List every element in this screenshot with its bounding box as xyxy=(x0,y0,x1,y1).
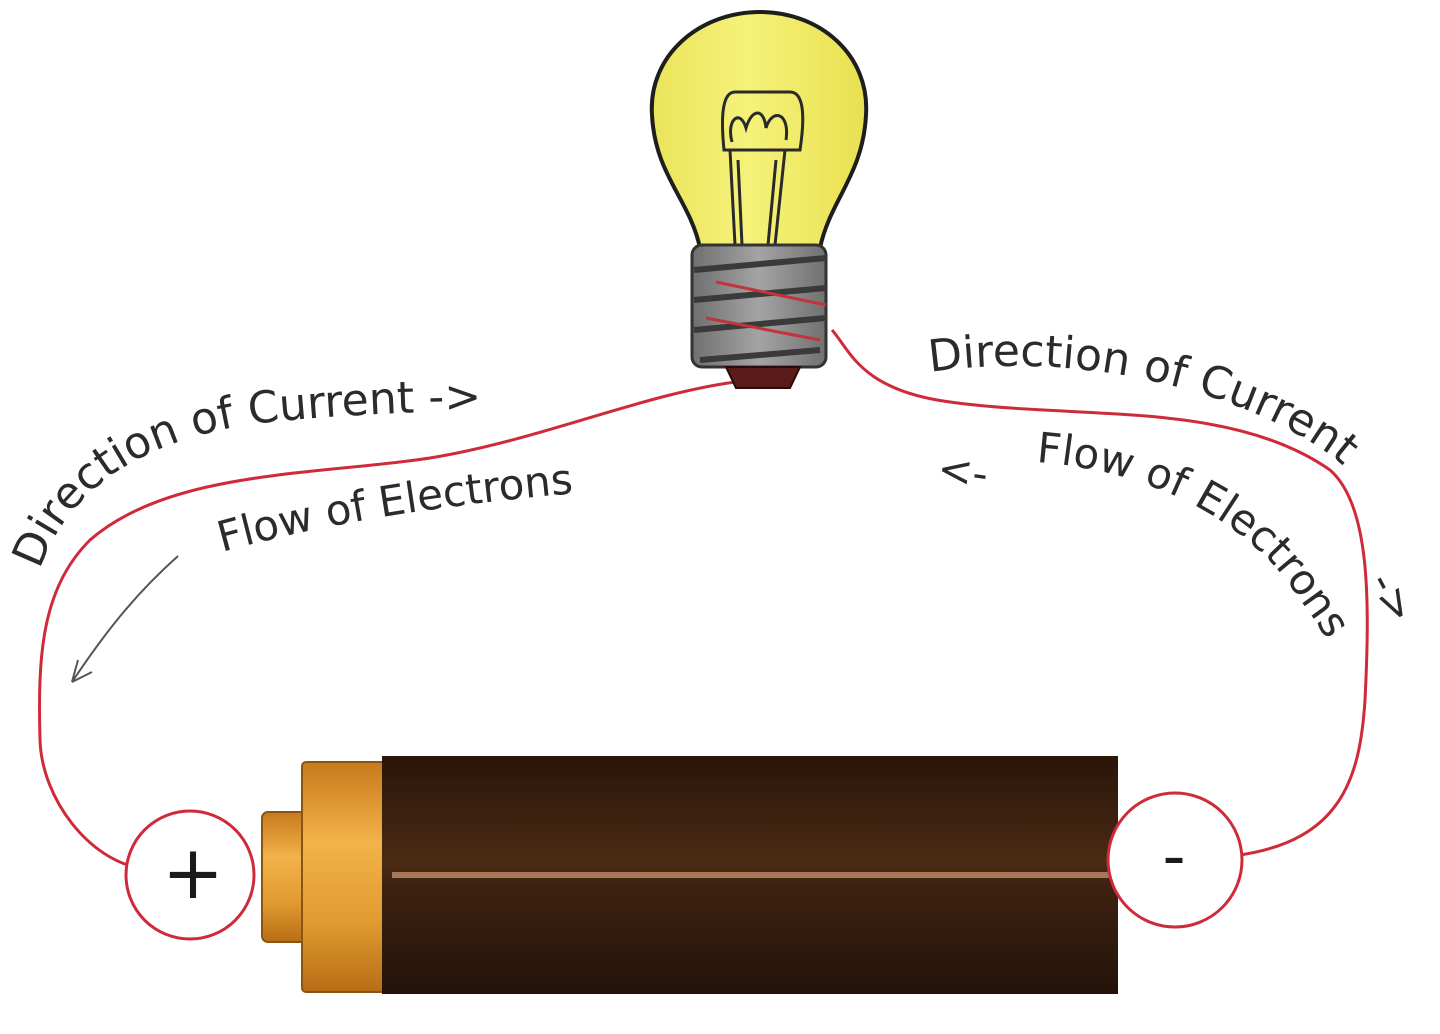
right-current-arrow: -> xyxy=(1359,564,1426,631)
electron-flow-arrow-left xyxy=(71,555,179,683)
battery-cap xyxy=(301,761,393,993)
negative-symbol: - xyxy=(1162,820,1185,894)
left-electrons-label: Flow of Electrons xyxy=(212,454,575,561)
positive-symbol: + xyxy=(162,830,224,916)
bulb-contact xyxy=(724,366,802,389)
negative-terminal: - xyxy=(1106,791,1244,929)
wire-right xyxy=(830,328,1369,857)
filament xyxy=(721,90,805,246)
bulb-glass xyxy=(649,9,869,250)
wire-left xyxy=(38,380,736,870)
right-electrons-arrow: <- xyxy=(935,443,992,499)
right-electrons-label: Flow of Electrons xyxy=(1035,423,1360,645)
light-bulb-icon xyxy=(649,9,869,389)
positive-terminal: + xyxy=(124,809,256,941)
battery-icon xyxy=(261,756,1118,994)
